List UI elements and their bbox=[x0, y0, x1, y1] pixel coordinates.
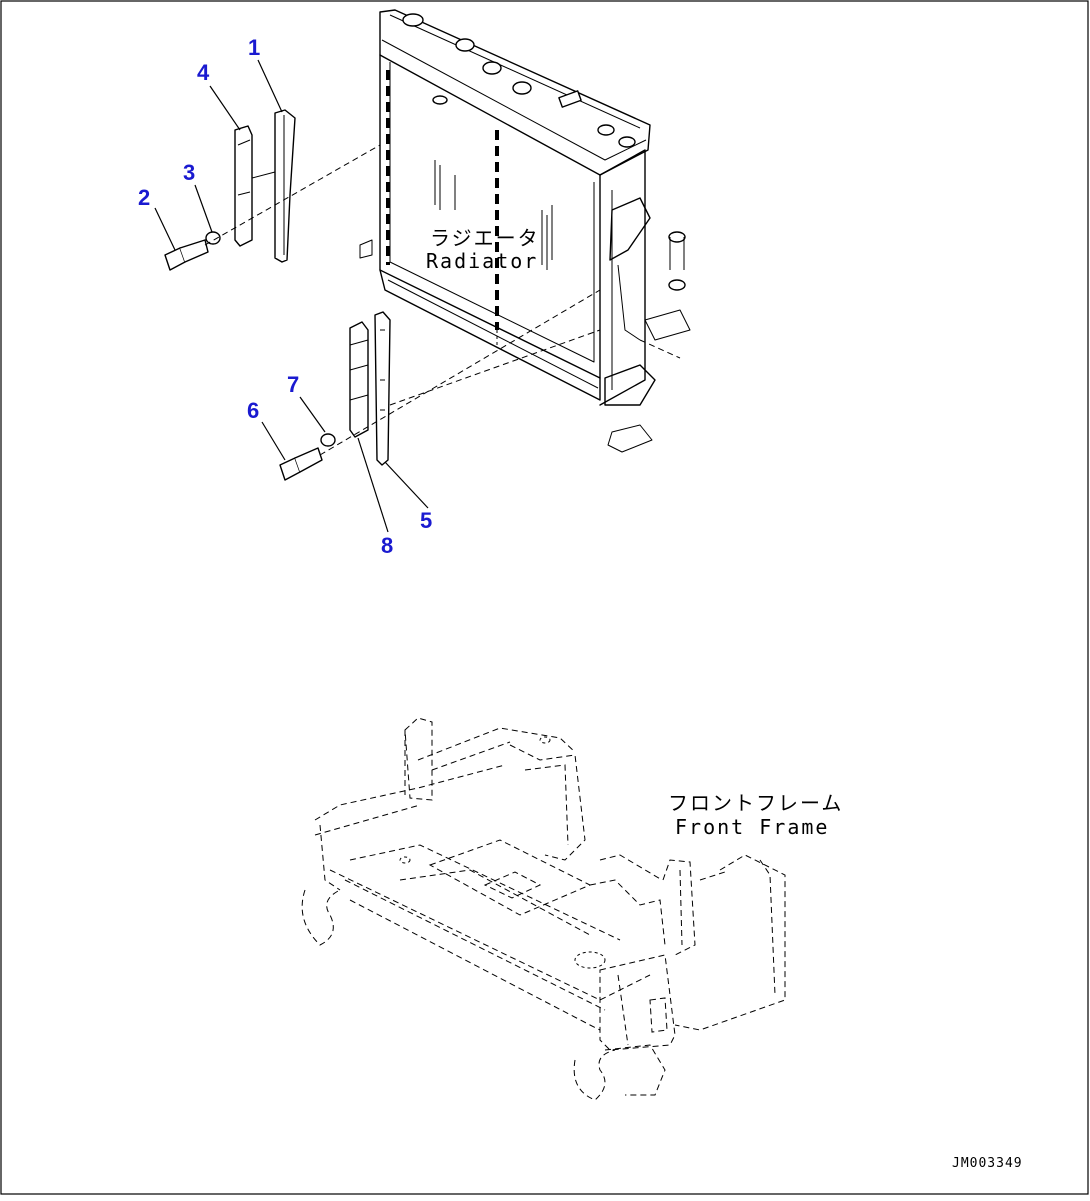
callout-8: 8 bbox=[381, 533, 393, 558]
lower-seal-parts bbox=[279, 289, 601, 481]
callout-4: 4 bbox=[197, 60, 210, 85]
radiator-en-label: Radiator bbox=[426, 249, 538, 273]
callout-1: 1 bbox=[248, 35, 260, 60]
front-frame-en-label: Front Frame bbox=[675, 815, 829, 839]
part-5-seal-strip bbox=[374, 311, 391, 466]
front-frame-assembly: フロントフレーム Front Frame bbox=[301, 717, 843, 1101]
part-1-seal-strip bbox=[274, 109, 296, 263]
part-8-foam-block bbox=[349, 321, 369, 438]
callout-5: 5 bbox=[420, 508, 432, 533]
callout-7: 7 bbox=[287, 372, 299, 397]
part-7-washer bbox=[320, 433, 336, 447]
radiator-top-fittings bbox=[402, 13, 636, 148]
drawing-code: JM003349 bbox=[952, 1156, 1023, 1171]
callout-2: 2 bbox=[138, 185, 150, 210]
callout-6: 6 bbox=[247, 398, 259, 423]
part-2-bolt bbox=[164, 239, 209, 271]
part-6-bolt bbox=[279, 447, 323, 481]
upper-seal-parts bbox=[164, 109, 381, 271]
front-frame-jp-label: フロントフレーム bbox=[668, 791, 843, 815]
callout-3: 3 bbox=[183, 160, 195, 185]
callouts: 1 2 3 4 5 6 7 8 bbox=[138, 35, 432, 558]
radiator-assembly: ラジエータ Radiator bbox=[359, 9, 691, 453]
radiator-jp-label: ラジエータ bbox=[430, 226, 540, 250]
part-3-washer bbox=[205, 231, 221, 245]
part-4-cover bbox=[234, 125, 253, 247]
